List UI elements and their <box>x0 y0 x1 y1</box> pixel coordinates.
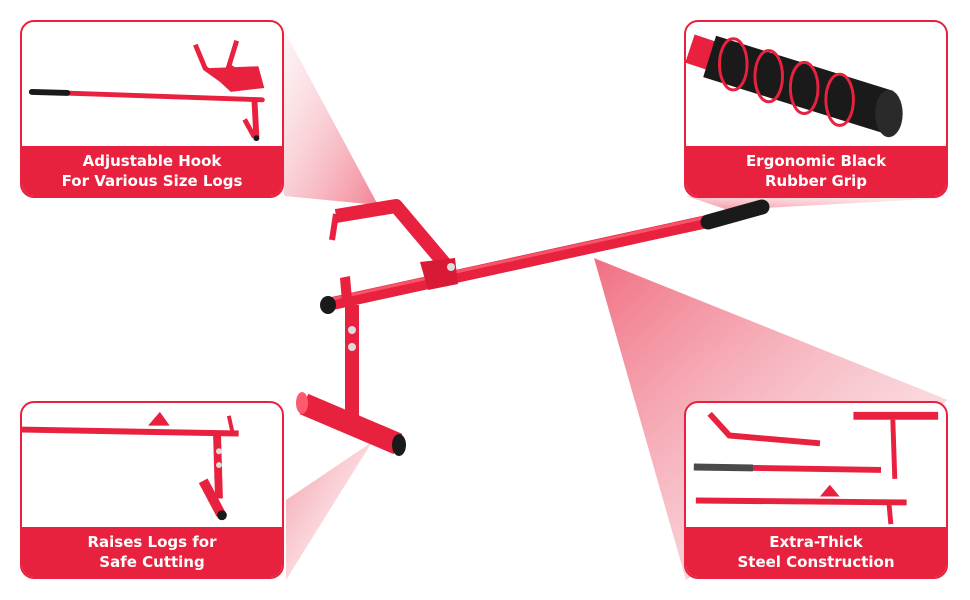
callout-caption: Raises Logs for Safe Cutting <box>22 527 282 577</box>
caption-line2: Safe Cutting <box>99 553 205 571</box>
callout-rubber-grip: Ergonomic Black Rubber Grip <box>684 20 948 198</box>
parts-detail-illustration <box>693 411 939 525</box>
caption-line1: Extra-Thick <box>769 533 863 551</box>
caption-line2: Rubber Grip <box>764 172 868 190</box>
callout-raises-logs: Raises Logs for Safe Cutting <box>20 401 284 579</box>
caption-line1: Adjustable Hook <box>82 152 222 170</box>
callout-caption: Adjustable Hook For Various Size Logs <box>22 146 282 196</box>
callout-adjustable-hook: Adjustable Hook For Various Size Logs <box>20 20 284 198</box>
callout-steel-construction: Extra-Thick Steel Construction <box>684 401 948 579</box>
callout-caption: Ergonomic Black Rubber Grip <box>686 146 946 196</box>
callout-caption: Extra-Thick Steel Construction <box>686 527 946 577</box>
hook-detail-illustration <box>28 39 265 142</box>
caption-line2: Steel Construction <box>737 553 895 571</box>
grip-part <box>700 199 770 230</box>
caption-line1: Raises Logs for <box>87 533 217 551</box>
beam-grip <box>686 196 948 210</box>
log-jack-tool <box>296 199 770 456</box>
base-detail-illustration <box>22 411 239 521</box>
grip-detail-illustration <box>686 34 903 138</box>
caption-line2: For Various Size Logs <box>61 172 243 190</box>
beam-hook <box>284 30 378 205</box>
caption-line1: Ergonomic Black <box>745 152 887 170</box>
beam-base <box>286 442 372 580</box>
